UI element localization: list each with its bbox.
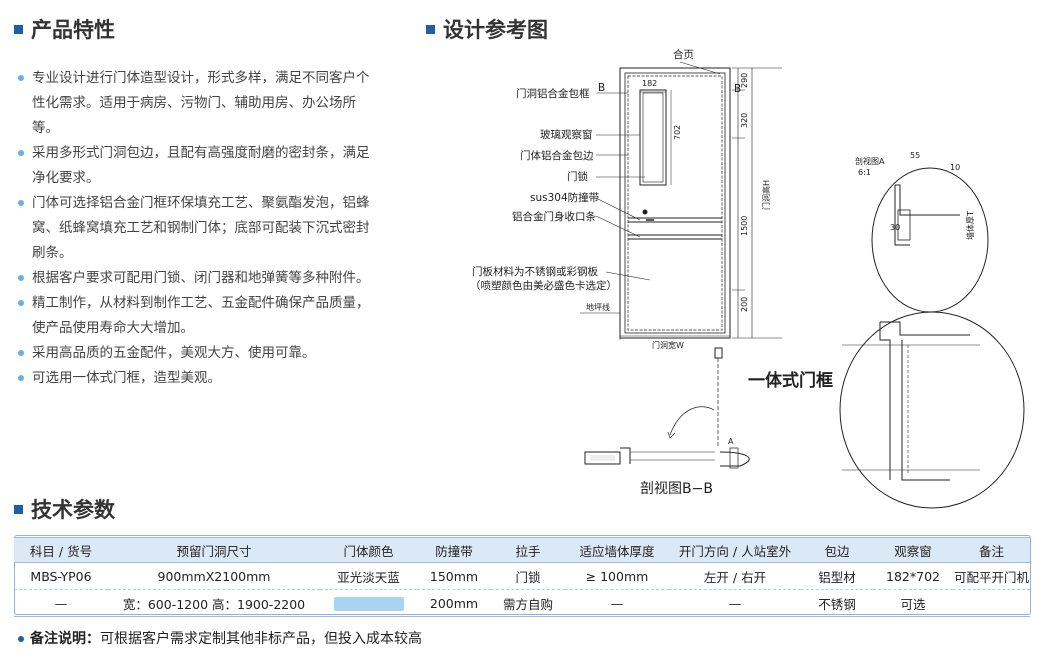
spec-title: 技术参数 xyxy=(31,498,115,522)
bullet-dot-icon xyxy=(18,75,24,81)
header-cell: 观察窗 xyxy=(873,537,953,563)
table-row: MBS-YP06 900mmX2100mm 亚光淡天蓝 150mm 门锁 ≥ 1… xyxy=(14,562,1030,590)
label-section-bb: 剖视图B−B xyxy=(640,481,713,497)
label-integrated-frame: 一体式门框 xyxy=(748,370,833,391)
label-width: 门洞宽W xyxy=(652,340,684,350)
features-heading: 产品特性 xyxy=(14,14,115,44)
dim-bottom: 200 xyxy=(740,297,749,312)
bullet-dot-icon xyxy=(18,300,24,306)
header-cell: 拉手 xyxy=(491,537,565,563)
header-cell: 科目 / 货号 xyxy=(14,537,108,563)
design-drawing: 合页 门洞铝合金包框 B B 玻璃观察窗 门体铝合金包边 门锁 sus304防撞… xyxy=(470,48,1025,509)
door-frame-outline xyxy=(619,67,731,339)
square-bullet-icon xyxy=(14,24,23,34)
header-cell: 包边 xyxy=(801,537,873,563)
label-floor-line: 地坪线 xyxy=(586,302,610,312)
label-scale: 6:1 xyxy=(858,168,871,177)
square-bullet-icon xyxy=(14,504,23,514)
feature-item: 精工制作，从材料到制作工艺、五金配件确保产品质量，使产品使用寿命大大增加。 xyxy=(16,291,378,341)
label-closing-strip: 铝合金门身收口条 xyxy=(512,210,596,223)
label-mark-b: B xyxy=(598,82,605,94)
footnote-text: 可根据客户需求定制其他非标产品，但投入成本较高 xyxy=(100,631,422,647)
label-mark-b-right: B xyxy=(734,83,741,95)
header-cell: 开门方向 / 人站室外 xyxy=(669,537,801,563)
label-lock: 门锁 xyxy=(567,170,588,183)
header-cell: 备注 xyxy=(953,537,1030,563)
dim-window-height: 702 xyxy=(673,125,682,140)
header-cell: 防撞带 xyxy=(417,537,491,563)
dim-30: 30 xyxy=(890,223,900,232)
integrated-frame-circle xyxy=(839,311,1025,509)
color-swatch xyxy=(333,596,404,611)
bullet-dot-icon xyxy=(18,636,24,642)
label-wall-thickness: 墙体厚T xyxy=(965,211,975,240)
bullet-dot-icon xyxy=(18,375,24,381)
dim-middle: 1500 xyxy=(740,216,749,236)
feature-item: 采用高品质的五金配件，美观大方、使用可靠。 xyxy=(16,341,378,366)
bullet-dot-icon xyxy=(18,350,24,356)
feature-item: 可选用一体式门框，造型美观。 xyxy=(16,366,378,391)
feature-item: 根据客户要求可配用门锁、闭门器和地弹簧等多种附件。 xyxy=(16,266,378,291)
features-title: 产品特性 xyxy=(31,18,115,42)
dim-window-width: 182 xyxy=(642,79,657,88)
header-cell: 适应墙体厚度 xyxy=(565,537,669,563)
label-mark-a: A xyxy=(728,437,734,446)
spec-heading: 技术参数 xyxy=(14,494,115,524)
footnote: 备注说明：可根据客户需求定制其他非标产品，但投入成本较高 xyxy=(18,628,422,648)
header-cell: 预留门洞尺寸 xyxy=(108,537,320,563)
drawing-heading: 设计参考图 xyxy=(426,14,548,44)
label-door-edge: 门体铝合金包边 xyxy=(520,149,594,162)
glass-window-outline xyxy=(639,89,667,186)
bullet-dot-icon xyxy=(18,200,24,206)
square-bullet-icon xyxy=(426,24,435,34)
label-frame-wrap: 门洞铝合金包框 xyxy=(516,87,590,100)
label-height: 门洞高H xyxy=(761,180,771,210)
bullet-dot-icon xyxy=(18,150,24,156)
color-swatch-cell xyxy=(320,589,417,617)
label-detail-a: 剖视图A xyxy=(855,156,885,166)
dim-55: 55 xyxy=(910,151,920,160)
feature-item: 采用多形式门洞包边，且配有高强度耐磨的密封条，满足净化要求。 xyxy=(16,141,378,191)
label-bump-strip: sus304防撞带 xyxy=(530,191,599,204)
label-panel-color: （喷塑颜色由美必盛色卡选定） xyxy=(470,279,617,292)
label-panel-material: 门板材料为不锈钢或彩钢板 xyxy=(472,265,598,278)
spec-header-row: 科目 / 货号 预留门洞尺寸 门体颜色 防撞带 拉手 适应墙体厚度 开门方向 /… xyxy=(14,537,1030,563)
drawing-title: 设计参考图 xyxy=(443,18,548,42)
spec-table: 科目 / 货号 预留门洞尺寸 门体颜色 防撞带 拉手 适应墙体厚度 开门方向 /… xyxy=(14,537,1030,617)
label-glass-window: 玻璃观察窗 xyxy=(540,128,593,141)
header-cell: 门体颜色 xyxy=(320,537,417,563)
feature-item: 专业设计进行门体造型设计，形式多样，满足不同客户个性化需求。适用于病房、污物门、… xyxy=(16,66,378,141)
feature-item: 门体可选择铝合金门框环保填充工艺、聚氨酯发泡，铝蜂窝、纸蜂窝填充工艺和钢制门体；… xyxy=(16,191,378,266)
dim-10: 10 xyxy=(950,163,960,172)
label-hinge: 合页 xyxy=(673,48,694,61)
dim-top: 290 xyxy=(740,73,749,88)
table-row: — 宽：600-1200 高：1900-2200 200mm 需方自购 — — … xyxy=(14,589,1030,617)
footnote-label: 备注说明： xyxy=(30,631,100,647)
bullet-dot-icon xyxy=(18,275,24,281)
dim-upper: 320 xyxy=(740,113,749,128)
feature-list: 专业设计进行门体造型设计，形式多样，满足不同客户个性化需求。适用于病房、污物门、… xyxy=(16,66,378,391)
